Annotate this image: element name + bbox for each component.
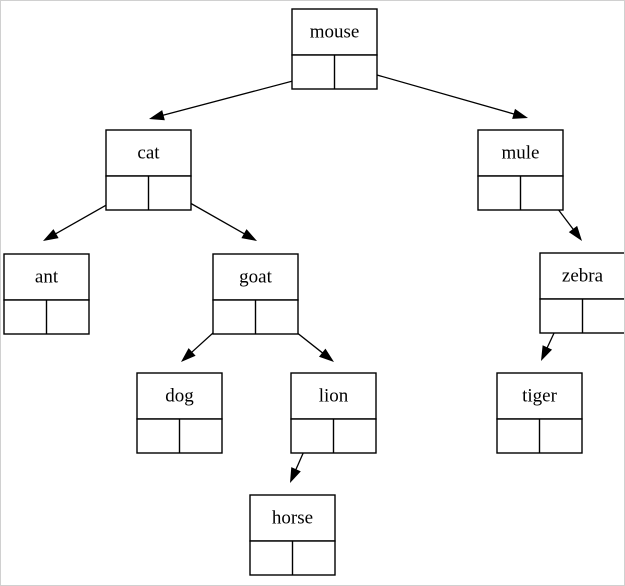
node-label-zebra: zebra [562, 265, 604, 286]
node-label-box [496, 372, 583, 420]
node-label-lion: lion [319, 385, 349, 406]
arrowhead-icon [43, 229, 59, 241]
node-label-goat: goat [239, 266, 272, 287]
node-label-mule: mule [502, 142, 540, 163]
edge-mouse-to-mule [355, 68, 528, 119]
node-dog[interactable]: dog [136, 372, 223, 454]
arrowhead-icon [181, 348, 196, 362]
node-ant[interactable]: ant [3, 253, 90, 335]
node-lion[interactable]: lion [290, 372, 377, 454]
arrowhead-icon [149, 110, 165, 121]
node-zebra[interactable]: zebra [539, 252, 625, 334]
node-label-box [136, 372, 223, 420]
nodes-layer: mouse cat mule ant goat zebra dog lion tiger hors… [3, 8, 625, 576]
node-mule[interactable]: mule [477, 129, 564, 211]
node-tiger[interactable]: tiger [496, 372, 583, 454]
node-mouse[interactable]: mouse [291, 8, 378, 90]
arrowhead-icon [290, 467, 301, 483]
node-label-box [212, 253, 299, 301]
node-cat[interactable]: cat [105, 129, 192, 211]
node-label-tiger: tiger [522, 385, 557, 406]
arrowhead-icon [568, 225, 582, 241]
node-label-ant: ant [35, 266, 59, 287]
node-horse[interactable]: horse [249, 494, 336, 576]
node-label-mouse: mouse [310, 21, 360, 42]
arrowhead-icon [541, 345, 553, 361]
node-label-box [477, 129, 564, 177]
edge-line [355, 68, 517, 116]
arrowhead-icon [241, 229, 257, 241]
node-label-dog: dog [165, 385, 194, 406]
node-label-horse: horse [272, 507, 313, 528]
arrowhead-icon [512, 108, 528, 119]
node-label-box [105, 129, 192, 177]
node-label-cat: cat [137, 142, 160, 163]
node-label-box [290, 372, 377, 420]
node-goat[interactable]: goat [212, 253, 299, 335]
arrowhead-icon [319, 348, 334, 362]
